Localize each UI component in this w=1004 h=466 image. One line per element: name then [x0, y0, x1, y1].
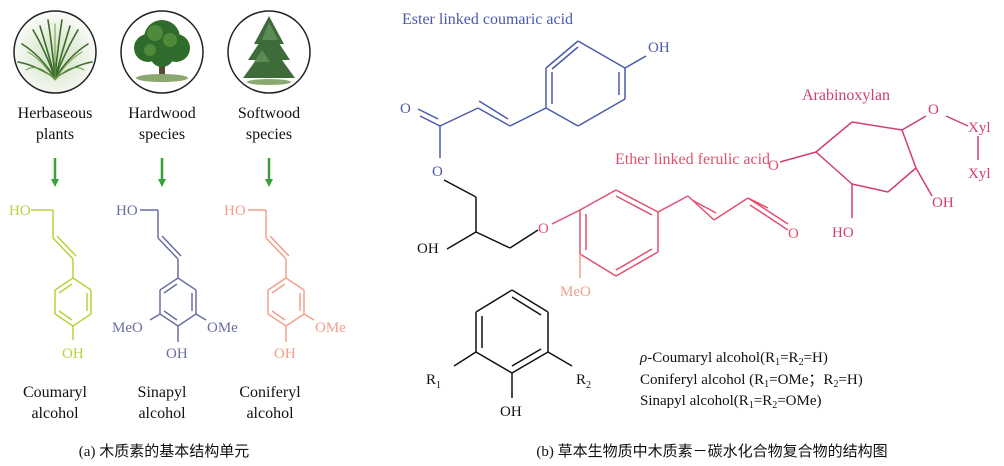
plant-label-line2: species [139, 126, 185, 143]
plant-label-line1: Herbaseous [18, 105, 93, 122]
ferulic-acid-structure: MeO O O [551, 158, 799, 300]
conifer-tree-icon [227, 10, 311, 94]
plant-label-line1: Hardwood [128, 105, 196, 122]
plant-label-line2: plants [36, 126, 74, 143]
broadleaf-tree-icon [120, 10, 204, 94]
atom-ho: HO [224, 203, 246, 219]
atom-ho: HO [9, 203, 31, 219]
legend-line: Sinapyl alcohol(R1=R2=OMe) [640, 393, 822, 411]
molecule-label-line2: alcohol [138, 405, 186, 422]
arabinoxylan-label: Arabinoxylan [802, 87, 890, 104]
legend-line: ρ-Coumaryl alcohol(R1=R2=H) [639, 350, 828, 368]
molecule-label-line1: Sinapyl [138, 384, 187, 401]
atom-meo: MeO [112, 320, 143, 336]
substituent-r2: R2 [576, 372, 591, 391]
atom-ho: HO [832, 225, 854, 241]
atom-oh: OH [500, 404, 522, 420]
atom-o-ester: O [432, 164, 443, 180]
atom-o-carbonyl: O [400, 101, 411, 117]
generic-monolignol-structure: R1 R2 OH [426, 289, 591, 420]
atom-o-ether: O [538, 221, 549, 237]
atom-o-ether: O [928, 102, 939, 118]
arabinoxylan-structure: O Xyl Xyl OH HO [779, 102, 991, 241]
atom-o-ester: O [768, 158, 779, 174]
atom-o-carbonyl: O [788, 226, 799, 242]
atom-ome: OMe [207, 320, 238, 336]
ester-linked-coumaric-acid-label: Ester linked coumaric acid [402, 11, 573, 28]
atom-oh: OH [62, 346, 84, 362]
coumaric-acid-structure: OH O O [400, 40, 670, 180]
panel-b: Ester linked coumaric acid [400, 11, 991, 460]
panel-a: Herbaseous plants Hardwood species Softw… [9, 10, 346, 460]
legend-line: Coniferyl alcohol (R1=OMe；R2=H) [640, 372, 863, 390]
molecule-label-line1: Coniferyl [239, 384, 301, 401]
glycerol-linker-structure: OH O [417, 179, 549, 257]
atom-ho: HO [116, 203, 138, 219]
substituent-r1: R1 [426, 372, 441, 391]
atom-oh: OH [648, 40, 670, 56]
atom-oh: OH [166, 346, 188, 362]
atom-oh: OH [417, 241, 439, 257]
xylose-label: Xyl [968, 120, 991, 136]
panel-b-caption: (b) 草本生物质中木质素－碳水化合物复合物的结构图 [536, 442, 887, 460]
molecule-label-line2: alcohol [31, 405, 79, 422]
atom-oh: OH [274, 346, 296, 362]
plant-label-line1: Softwood [238, 105, 300, 122]
plant-label-line2: species [246, 126, 292, 143]
atom-ome: OMe [315, 320, 346, 336]
coumaryl-alcohol-structure: HO OH [9, 203, 92, 362]
sinapyl-alcohol-structure: HO MeO OMe OH [112, 203, 238, 362]
panel-a-caption: (a) 木质素的基本结构单元 [79, 443, 249, 460]
xylose-label: Xyl [968, 166, 991, 182]
atom-oh: OH [932, 195, 954, 211]
molecule-label-line1: Coumaryl [23, 384, 88, 401]
monolignol-legend: ρ-Coumaryl alcohol(R1=R2=H) Coniferyl al… [639, 350, 863, 411]
down-arrow-icon [51, 158, 273, 187]
atom-meo: MeO [560, 284, 591, 300]
grass-icon [13, 10, 97, 94]
coniferyl-alcohol-structure: HO OMe OH [224, 203, 346, 362]
molecule-label-line2: alcohol [246, 405, 294, 422]
ether-linked-ferulic-acid-label: Ether linked ferulic acid [615, 151, 770, 168]
